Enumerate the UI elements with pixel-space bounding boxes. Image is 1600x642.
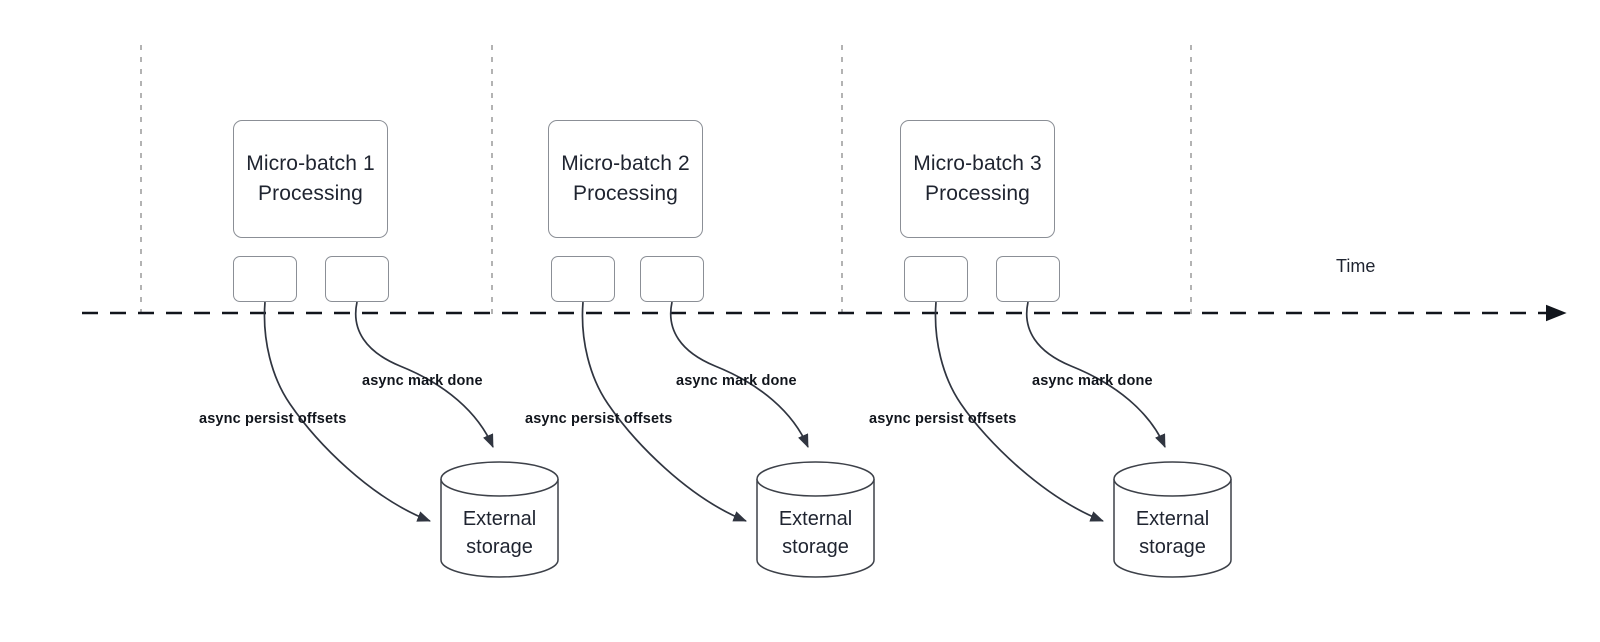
edge-label-persist-offsets-2: async persist offsets [525, 411, 673, 427]
micro-batch-3-box[interactable]: Micro-batch 3 Processing [900, 120, 1055, 238]
external-storage-3-label: External storage [1135, 508, 1210, 558]
edge-label-mark-done-2: async mark done [676, 373, 797, 389]
micro-batch-2-box[interactable]: Micro-batch 2 Processing [548, 120, 703, 238]
edge-label-persist-offsets-1: async persist offsets [199, 411, 347, 427]
external-storage-1-label: External storage [462, 508, 537, 558]
micro-batch-1-box[interactable]: Micro-batch 1 Processing [233, 120, 388, 238]
time-axis-label: Time [1336, 256, 1376, 276]
task-box-3a[interactable] [904, 256, 968, 302]
edge-label-persist-offsets-3: async persist offsets [869, 411, 1017, 427]
task-box-1a[interactable] [233, 256, 297, 302]
task-box-1b[interactable] [325, 256, 389, 302]
edge-label-mark-done-1: async mark done [362, 373, 483, 389]
task-box-2a[interactable] [551, 256, 615, 302]
external-storage-shape-2 [756, 461, 875, 578]
micro-batch-3-label: Micro-batch 3 Processing [913, 152, 1042, 205]
edge-mark-done-3 [1025, 301, 1166, 448]
external-storage-shape-3 [1113, 461, 1232, 578]
edge-persist-offsets-2 [581, 301, 747, 522]
task-box-3b[interactable] [996, 256, 1060, 302]
external-storage-2-label: External storage [778, 508, 853, 558]
edge-mark-done-1 [354, 301, 494, 448]
edge-persist-offsets-3 [934, 301, 1104, 522]
edge-mark-done-2 [669, 301, 809, 448]
batch-divider-group [140, 45, 1192, 317]
edge-persist-offsets-1 [263, 301, 431, 522]
edge-label-mark-done-3: async mark done [1032, 373, 1153, 389]
external-storage-shape-1 [440, 461, 559, 578]
task-box-2b[interactable] [640, 256, 704, 302]
micro-batch-1-label: Micro-batch 1 Processing [246, 152, 375, 205]
micro-batch-2-label: Micro-batch 2 Processing [561, 152, 690, 205]
